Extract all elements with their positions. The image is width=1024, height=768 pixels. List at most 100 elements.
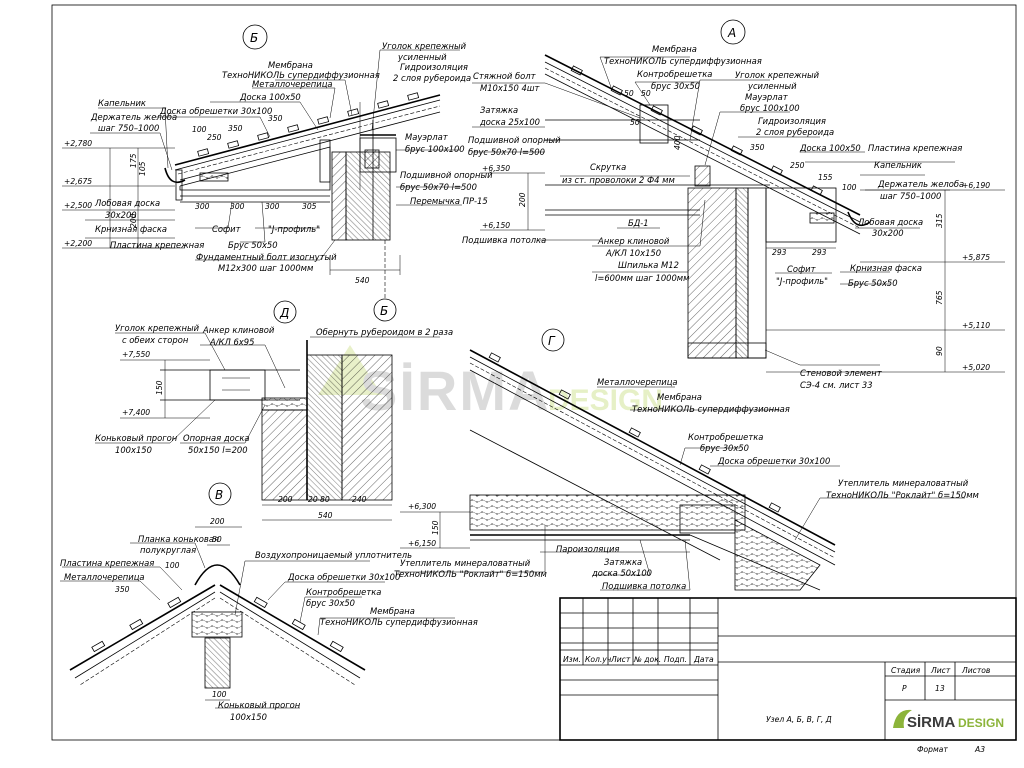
tb-col-sheet: Лист xyxy=(610,655,631,664)
level-label: +5,020 xyxy=(962,363,990,372)
dim-text: 350 xyxy=(228,124,243,133)
label-membrane-g-2: ТехноНИКОЛЬ супердиффузионная xyxy=(632,404,790,414)
dim-text: 300 xyxy=(195,202,210,211)
tb-col-sign: Подп. xyxy=(664,655,687,664)
level-label: +2,500 xyxy=(64,201,92,210)
label-front-a-2: 30х200 xyxy=(872,228,904,238)
label-metal-tile: Металлочерепица xyxy=(252,79,333,89)
dim-text: 300 xyxy=(265,202,280,211)
dim-text: 765 xyxy=(935,290,944,305)
node-g-detail: Г +6,300 +6,150 150 xyxy=(394,328,979,591)
label-counter-g: Контробрешетка xyxy=(688,432,763,442)
wall-a xyxy=(687,187,737,359)
tb-sheet-value: 13 xyxy=(935,684,945,693)
label-bar-a: Брус 50х50 xyxy=(848,278,898,288)
level-label: +6,150 xyxy=(408,539,436,548)
label-bolt-2: М12х300 шаг 1000мм xyxy=(218,263,313,273)
label-hydro: Гидроизоляция xyxy=(400,62,468,72)
dim-text: 315 xyxy=(935,213,944,228)
dim-text: 293 xyxy=(812,248,827,257)
label-board-d-2: 50х150 l=200 xyxy=(188,445,248,455)
label-soffit: Софит xyxy=(212,224,242,234)
label-ins-g-2: ТехноНИКОЛЬ "Роклайт" б=150мм xyxy=(826,490,979,500)
node-d-detail: Д 200 20 80 240 540 +7,550 +7,400 150 xyxy=(95,300,453,521)
label-counter-a: Контробрешетка xyxy=(637,69,712,79)
label-front-a: Лобовая доска xyxy=(857,217,923,227)
dim-text: 350 xyxy=(268,114,283,123)
label-gutter: Держатель желоба xyxy=(90,112,177,122)
label-lintel: Перемычка ПР-15 xyxy=(410,196,488,206)
label-support-a: Подшивной опорный xyxy=(468,135,561,145)
label-tie-g-2: доска 50х100 xyxy=(591,568,652,578)
brand-logo: SİRMA DESIGN xyxy=(893,709,1004,731)
label-drip-a: Капельник xyxy=(874,160,922,170)
dim-text: 540 xyxy=(318,511,333,520)
label-metal-v: Металлочерепица xyxy=(64,572,145,582)
label-membrane-v: Мембрана xyxy=(370,606,415,616)
logo-accent-text: DESIGN xyxy=(958,716,1004,730)
watermark-accent: DESIGN xyxy=(548,384,663,417)
dim-text: 105 xyxy=(138,161,147,176)
ridge-purlin-v xyxy=(204,637,231,689)
label-wall-a: Стеновой элемент xyxy=(800,368,883,378)
dim-text: 50 xyxy=(212,535,222,544)
wall-brick xyxy=(331,151,347,241)
dim-text: 150 xyxy=(431,520,440,535)
label-front-2: 30х200 xyxy=(105,210,137,220)
node-g-marker xyxy=(541,328,565,352)
label-bolt-a: Стяжной болт xyxy=(473,71,537,81)
label-anchor-a: Анкер клиновой xyxy=(597,236,670,246)
dim-text: 200 xyxy=(278,495,293,504)
label-board-d: Опорная доска xyxy=(183,433,250,443)
label-hydro-a: Гидроизоляция xyxy=(758,116,826,126)
label-bolt-a-2: М10х150 4шт xyxy=(480,83,540,93)
roof-metal-tile-g xyxy=(469,349,836,546)
ridge-cap xyxy=(194,564,241,586)
insulation-g-horizontal xyxy=(469,494,746,531)
label-ins-g: Утеплитель минераловатный xyxy=(838,478,969,488)
battens-g xyxy=(488,352,781,513)
node-b-marker xyxy=(242,24,268,50)
tb-caption: Узел А, Б, В, Г, Д xyxy=(766,715,832,724)
label-corner-a-2: усиленный xyxy=(747,81,797,91)
dim-text: 100 xyxy=(192,125,207,134)
dim-text: 20 xyxy=(308,495,318,504)
label-ins-g-left-2: ТехноНИКОЛЬ "Роклайт" б=150мм xyxy=(394,569,547,579)
dim-text: 50 xyxy=(624,89,634,98)
label-soffit-a: Софит xyxy=(787,264,817,274)
sheet-frame xyxy=(51,4,1017,741)
label-bd-a: БД-1 xyxy=(628,218,649,228)
label-support-2: брус 50х70 l=500 xyxy=(400,182,477,192)
dim-text: 200 xyxy=(129,213,138,228)
level-label: +6,190 xyxy=(962,181,990,190)
label-purlin-v-2: 100х150 xyxy=(230,712,267,722)
node-d-label: Д xyxy=(279,306,289,320)
node-a-marker xyxy=(720,19,746,45)
label-counter-g-2: брус 30х50 xyxy=(700,443,749,453)
label-hydro-a-2: 2 слоя рубероида xyxy=(756,127,834,137)
label-mauerlat-2: брус 100х100 xyxy=(405,144,465,154)
label-plate-a: Пластина крепежная xyxy=(868,143,962,153)
label-wrap-d: Обернуть рубероидом в 2 раза xyxy=(316,327,453,337)
label-stud-a-2: l=600мм шаг 1000мм xyxy=(595,273,689,283)
label-wall-a-2: СЭ-4 см. лист 33 xyxy=(800,380,873,390)
dim-text: 400 xyxy=(673,135,682,150)
label-tie-a-2: доска 25х100 xyxy=(479,117,540,127)
label-stud-a: Шпилька М12 xyxy=(618,260,679,270)
dim-text: 155 xyxy=(818,173,833,182)
label-plate: Пластина крепежная xyxy=(110,240,204,250)
label-corner: Уголок крепежный xyxy=(382,41,467,51)
bolt-plate xyxy=(639,104,669,144)
label-counter-v-2: брус 30х50 xyxy=(306,598,355,608)
label-twist-a-2: из ст. проволоки 2 Ф4 мм xyxy=(562,175,675,185)
dim-text: 305 xyxy=(302,202,317,211)
label-membrane-g: Мембрана xyxy=(657,392,702,402)
dim-text: 250 xyxy=(207,133,222,142)
node-a-label: А xyxy=(727,26,736,40)
label-plate-v: Пластина крепежная xyxy=(60,558,154,568)
label-corner-d: Уголок крепежный xyxy=(115,323,200,333)
node-d-marker xyxy=(273,300,297,324)
title-block: Изм. Кол.уч Лист № док. Подп. Дата Стади… xyxy=(559,597,1017,754)
label-mauerlat: Мауэрлат xyxy=(405,132,449,142)
tb-sheets-header: Листов xyxy=(961,666,991,675)
